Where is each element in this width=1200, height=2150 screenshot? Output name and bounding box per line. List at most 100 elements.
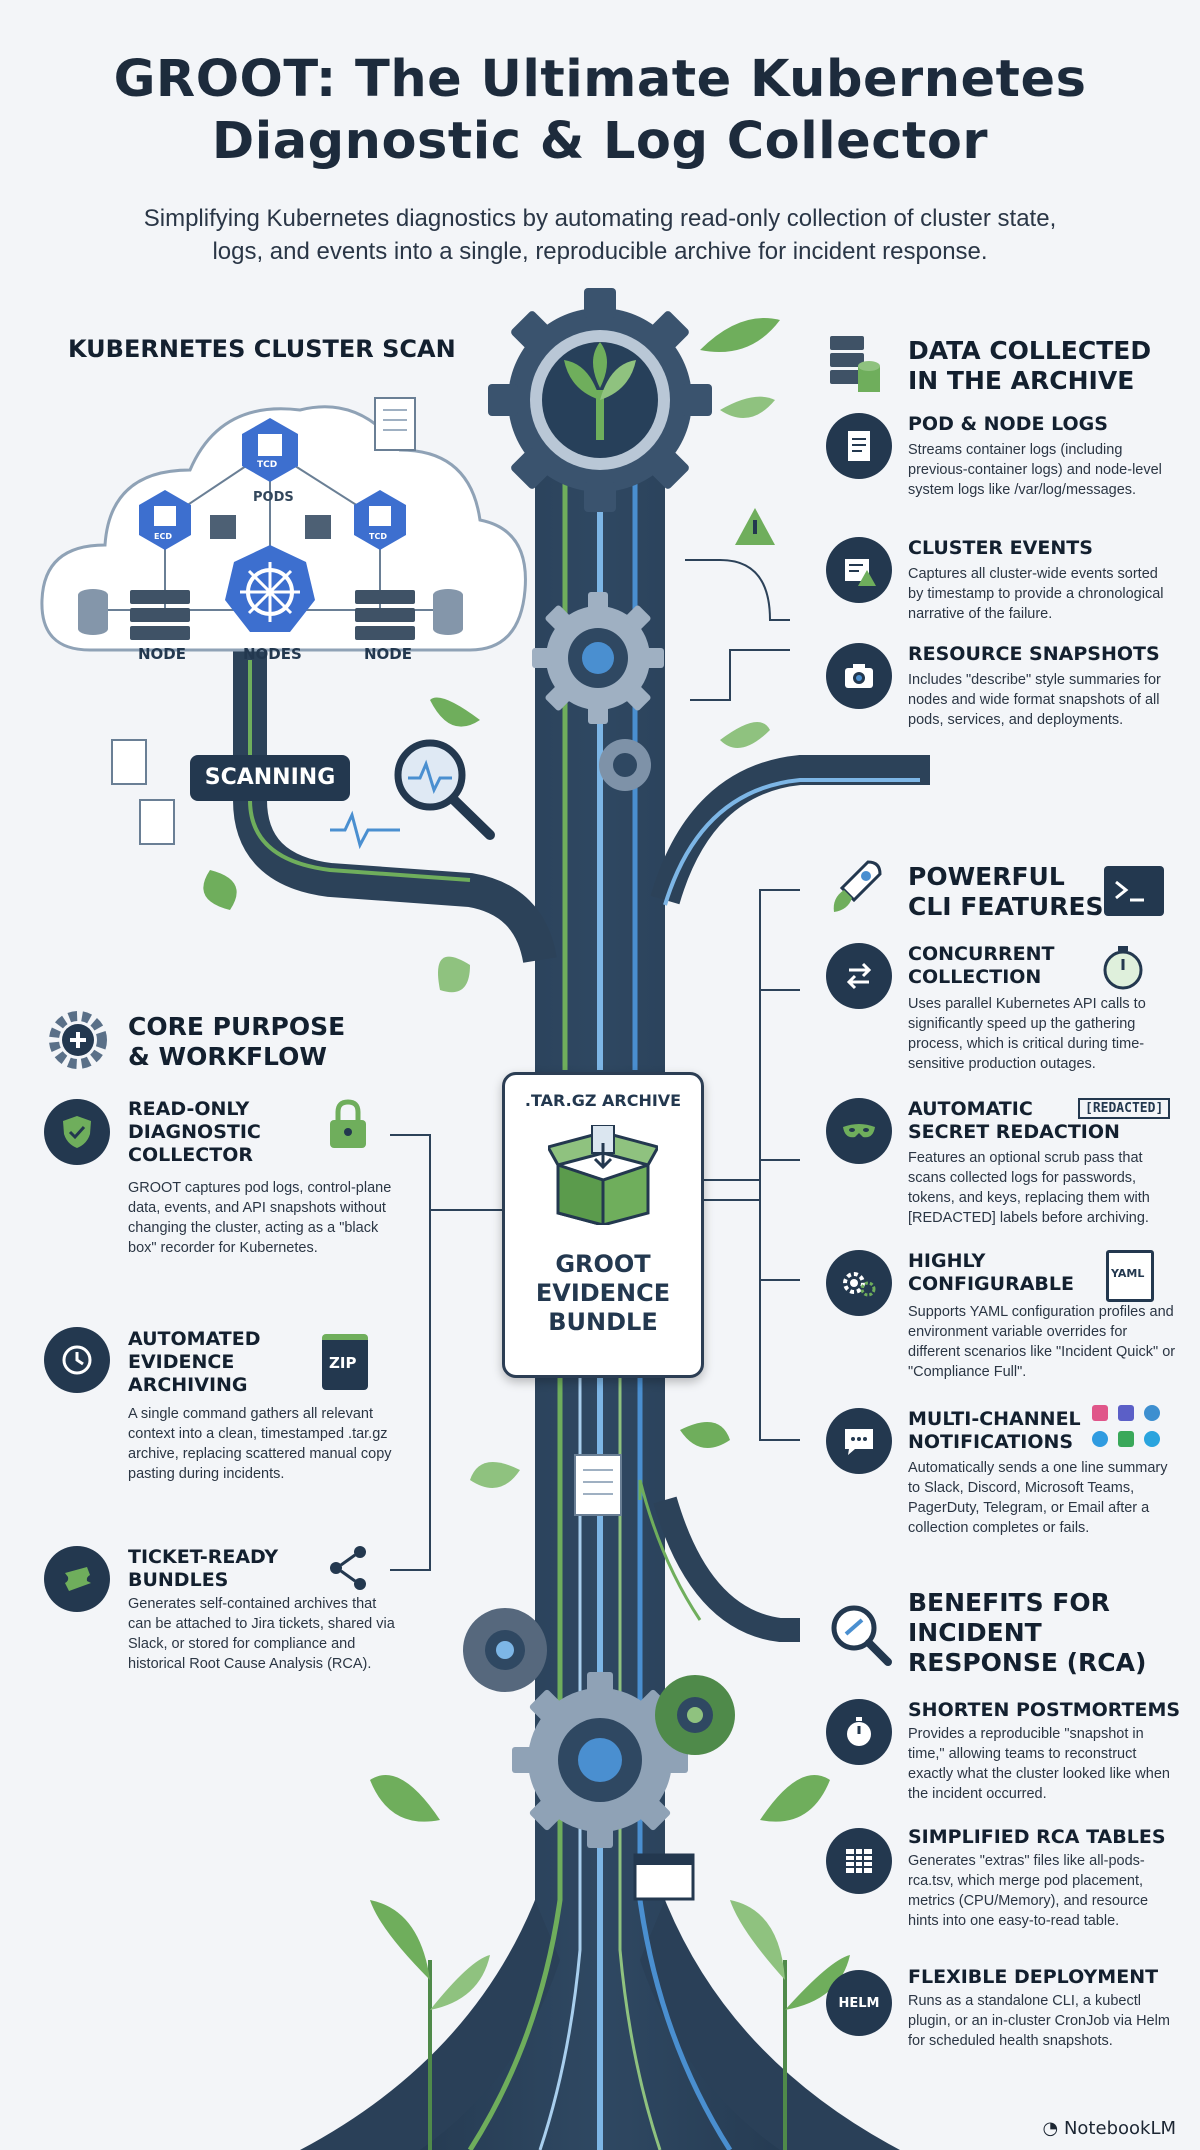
- page-title: GROOT: The Ultimate Kubernetes: [113, 50, 1087, 109]
- rocket-icon: [833, 860, 882, 912]
- mask-icon: [826, 1098, 892, 1164]
- core-item-desc: GROOT captures pod logs, control-plane d…: [128, 1180, 392, 1256]
- benefit-item-desc: Runs as a standalone CLI, a kubectl plug…: [908, 1993, 1170, 2049]
- data-item-title: CLUSTER EVENTS: [908, 537, 1093, 559]
- node-right-label: NODE: [364, 645, 413, 663]
- pod-badge-top: TCD: [257, 460, 278, 470]
- database-stack-icon: [830, 336, 880, 392]
- camera-icon: [826, 643, 892, 709]
- table-icon: [826, 1828, 892, 1894]
- data-heading-line1: DATA COLLECTED: [908, 336, 1152, 365]
- data-heading: DATA COLLECTED IN THE ARCHIVE: [908, 336, 1151, 396]
- data-item-desc: Includes "describe" style summaries for …: [908, 672, 1161, 728]
- share-icon: [330, 1546, 366, 1590]
- nodes-center-label: NODES: [243, 645, 302, 663]
- document-icons: [111, 397, 622, 1516]
- stopwatch-icon: [1103, 946, 1143, 990]
- archive-line3: BUNDLE: [548, 1308, 658, 1336]
- bottom-gear-large: [512, 1672, 688, 1848]
- core-heading-line2: & WORKFLOW: [128, 1042, 327, 1071]
- cli-heading-line1: POWERFUL: [908, 862, 1065, 891]
- archive-line1: GROOT: [555, 1250, 651, 1278]
- notebooklm-brand: ◔ NotebookLM: [1043, 2118, 1177, 2139]
- cli-item-title: CONCURRENT COLLECTION: [908, 943, 1055, 988]
- cli-heading-line2: CLI FEATURES: [908, 892, 1104, 921]
- core-item-title: TICKET-READY BUNDLES: [128, 1546, 279, 1591]
- benefits-heading-line1: BENEFITS FOR: [908, 1588, 1110, 1617]
- cli-item-title: AUTOMATIC SECRET REDACTION: [908, 1098, 1120, 1143]
- core-heading-line1: CORE PURPOSE: [128, 1012, 346, 1041]
- data-item-desc: Streams container logs (including previo…: [908, 442, 1162, 498]
- bottom-gear-left: [463, 1608, 547, 1692]
- core-item-desc: Generates self-contained archives that c…: [128, 1596, 395, 1672]
- evidence-bundle-card: .TAR.GZ ARCHIVE GROOT EVIDENCE BUNDLE: [502, 1072, 704, 1378]
- data-item-title: RESOURCE SNAPSHOTS: [908, 643, 1160, 665]
- small-gear: [599, 739, 651, 791]
- terminal-icon: [1104, 866, 1164, 916]
- search-link-icon: [831, 1605, 892, 1666]
- cluster-heading: KUBERNETES CLUSTER SCAN: [68, 335, 456, 363]
- event-warning-icon: [826, 537, 892, 603]
- cli-item-title: MULTI-CHANNEL NOTIFICATIONS: [908, 1408, 1081, 1453]
- connector-lines: [390, 559, 800, 1571]
- cli-item-desc: Uses parallel Kubernetes API calls to si…: [908, 996, 1146, 1072]
- magnifier-icon: [394, 739, 495, 840]
- notebooklm-logo-icon: ◔: [1042, 2118, 1059, 2139]
- data-item-desc: Captures all cluster-wide events sorted …: [908, 566, 1164, 622]
- gears-icon: [826, 1250, 892, 1316]
- gear-plus-icon: [49, 1011, 107, 1069]
- core-item-desc: A single command gathers all relevant co…: [128, 1406, 392, 1482]
- subtitle-line2: logs, and events into a single, reproduc…: [212, 238, 988, 265]
- pods-label: PODS: [253, 490, 294, 505]
- app-logos-icon: [1092, 1405, 1160, 1447]
- benefit-item-title: SHORTEN POSTMORTEMS: [908, 1699, 1181, 1721]
- benefits-heading: BENEFITS FOR INCIDENT RESPONSE (RCA): [908, 1588, 1146, 1678]
- benefit-item-desc: Generates "extras" files like all-pods-r…: [908, 1853, 1149, 1929]
- benefit-item-desc: Provides a reproducible "snapshot in tim…: [908, 1726, 1170, 1802]
- shield-check-icon: [44, 1099, 110, 1165]
- data-heading-line2: IN THE ARCHIVE: [908, 366, 1135, 395]
- page-title-line2: Diagnostic & Log Collector: [211, 112, 989, 171]
- zip-label: ZIP: [329, 1354, 357, 1372]
- cli-item-desc: Automatically sends a one line summary t…: [908, 1460, 1168, 1536]
- bottom-gear-right: [655, 1675, 735, 1755]
- benefits-heading-line3: RESPONSE (RCA): [908, 1648, 1147, 1677]
- open-box-icon: [548, 1125, 658, 1225]
- chat-icon: [826, 1408, 892, 1474]
- cluster-cloud: [40, 405, 527, 652]
- core-item-title: AUTOMATED EVIDENCE ARCHIVING: [128, 1328, 261, 1396]
- ticket-icon: [44, 1546, 110, 1612]
- log-file-icon: [826, 413, 892, 479]
- mid-gear: [532, 592, 664, 724]
- benefit-item-title: SIMPLIFIED RCA TABLES: [908, 1826, 1166, 1848]
- cli-item-title: HIGHLY CONFIGURABLE: [908, 1250, 1074, 1295]
- stopwatch-icon: [826, 1699, 892, 1765]
- cli-heading: POWERFUL CLI FEATURES: [908, 862, 1104, 922]
- notebooklm-label: NotebookLM: [1063, 2118, 1176, 2139]
- archive-tag: .TAR.GZ ARCHIVE: [524, 1091, 682, 1110]
- core-item-title: READ-ONLY DIAGNOSTIC COLLECTOR: [128, 1098, 261, 1166]
- benefits-heading-line2: INCIDENT: [908, 1618, 1042, 1647]
- leaves: [203, 318, 850, 2150]
- top-gear: [488, 288, 712, 512]
- cli-item-desc: Features an optional scrub pass that sca…: [908, 1150, 1150, 1226]
- zip-file-icon: ZIP: [322, 1334, 368, 1390]
- scanning-label: SCANNING: [190, 755, 350, 801]
- clock-icon: [44, 1327, 110, 1393]
- subtitle: Simplifying Kubernetes diagnostics by au…: [60, 202, 1140, 268]
- node-left-label: NODE: [138, 645, 187, 663]
- right-branches: [638, 755, 930, 1642]
- data-item-title: POD & NODE LOGS: [908, 413, 1108, 435]
- scan-branch: [233, 650, 557, 964]
- redacted-badge: [REDACTED]: [1078, 1098, 1171, 1119]
- subtitle-line1: Simplifying Kubernetes diagnostics by au…: [143, 205, 1057, 232]
- core-heading: CORE PURPOSE & WORKFLOW: [128, 1012, 345, 1072]
- pod-badge-right: TCD: [369, 532, 387, 541]
- yaml-label: YAML: [1111, 1267, 1145, 1280]
- cli-item-desc: Supports YAML configuration profiles and…: [908, 1304, 1176, 1380]
- helm-icon: HELM: [826, 1970, 892, 2036]
- archive-line2: EVIDENCE: [535, 1279, 671, 1307]
- lock-icon: [330, 1099, 366, 1148]
- yaml-file-icon: YAML: [1106, 1250, 1154, 1302]
- parallel-arrows-icon: [826, 943, 892, 1009]
